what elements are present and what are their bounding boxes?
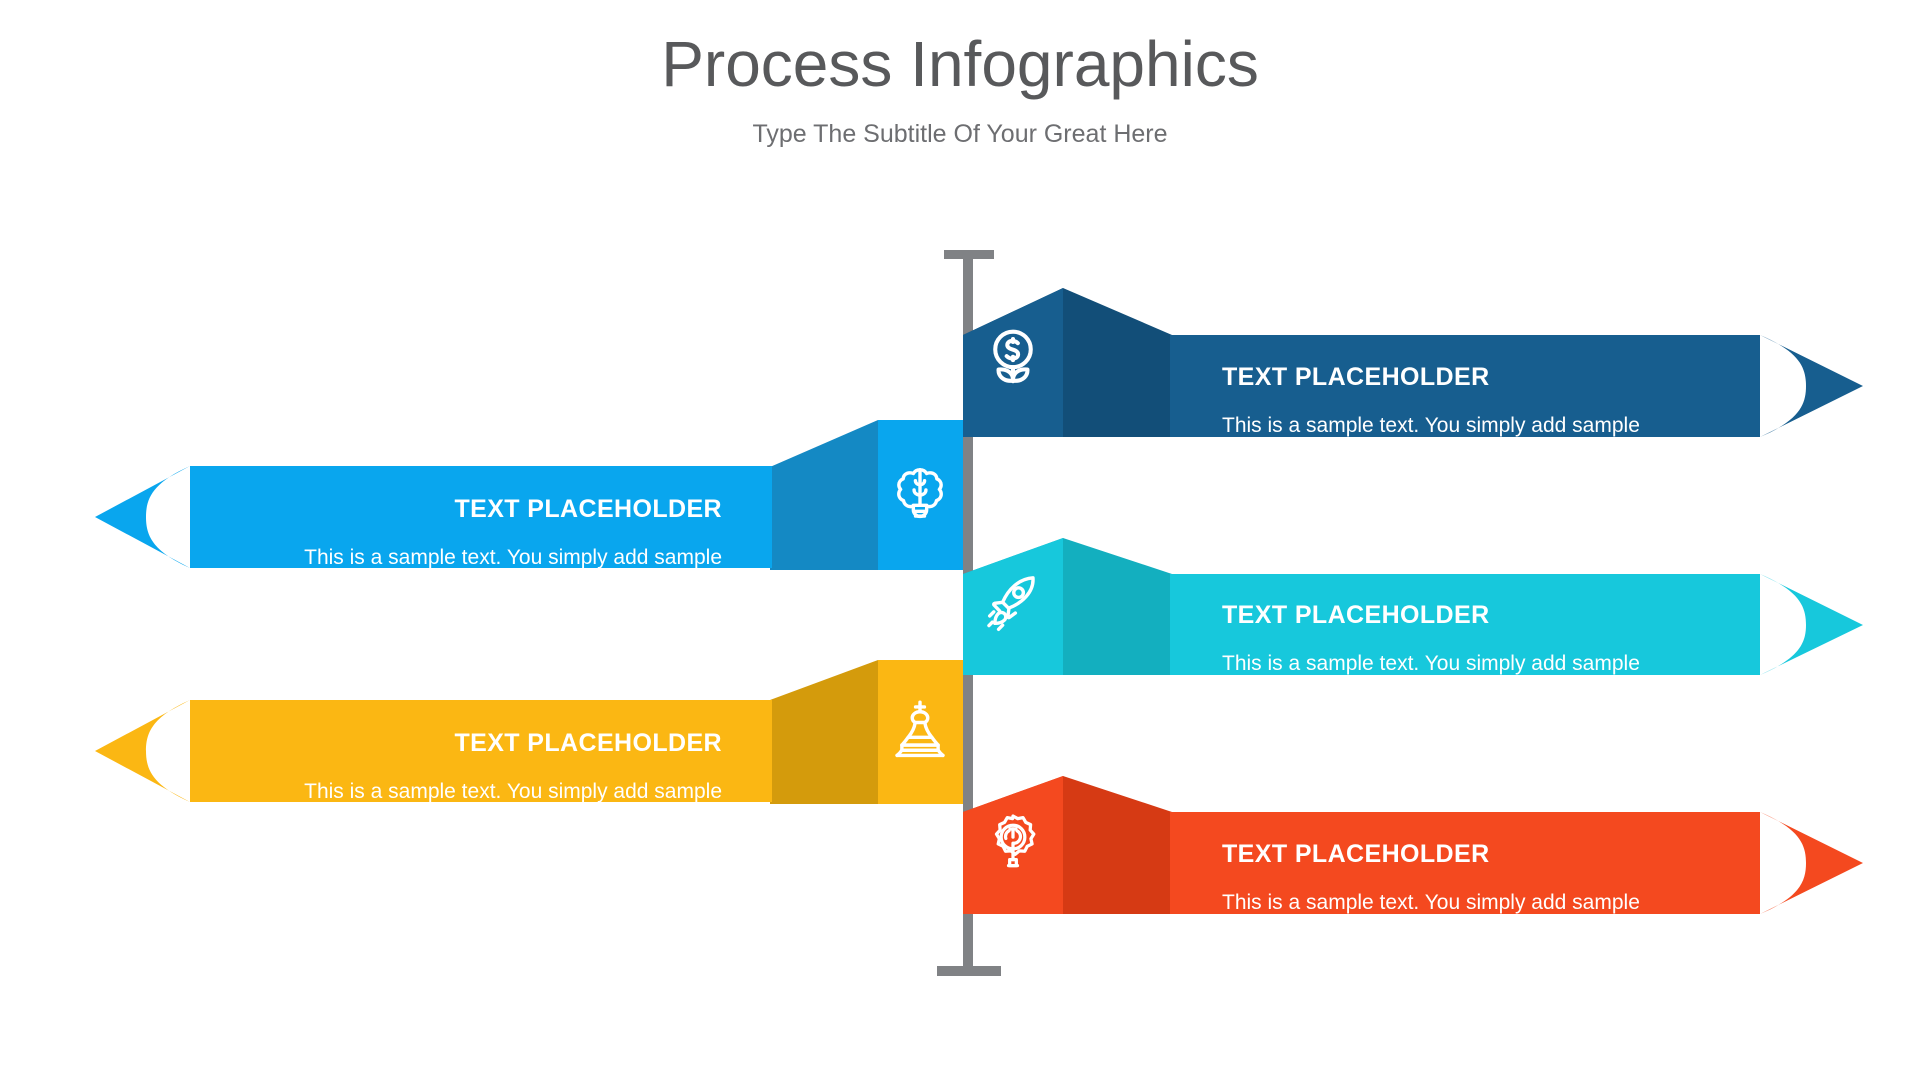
step-3-ribbon-tail [1760, 574, 1863, 675]
process-step-1[interactable]: TEXT PLACEHOLDER This is a sample text. … [963, 288, 1863, 437]
process-step-5[interactable]: TEXT PLACEHOLDER This is a sample text. … [963, 776, 1863, 914]
step-2-ribbon-tail [95, 466, 190, 568]
step-5-description: This is a sample text. You simply add sa… [1222, 891, 1640, 914]
step-3-title: TEXT PLACEHOLDER [1222, 601, 1490, 629]
step-5-bar [1170, 812, 1760, 914]
step-1-title: TEXT PLACEHOLDER [1222, 363, 1490, 391]
step-4-icon-panel [878, 660, 963, 804]
process-step-2[interactable]: TEXT PLACEHOLDER This is a sample text. … [95, 420, 963, 570]
step-1-icon-panel [963, 288, 1063, 437]
step-4-bar [190, 700, 772, 802]
step-1-description: This is a sample text. You simply add sa… [1222, 414, 1640, 437]
step-2-title: TEXT PLACEHOLDER [454, 495, 722, 523]
step-1-bar [1170, 335, 1760, 437]
page-subtitle: Type The Subtitle Of Your Great Here [752, 119, 1168, 148]
process-step-3[interactable]: TEXT PLACEHOLDER This is a sample text. … [963, 538, 1863, 675]
step-4-description: This is a sample text. You simply add sa… [304, 780, 722, 803]
step-5-title: TEXT PLACEHOLDER [1222, 840, 1490, 868]
step-4-ribbon-tail [95, 700, 190, 802]
page-title: Process Infographics [661, 28, 1259, 100]
step-2-description: This is a sample text. You simply add sa… [304, 546, 722, 569]
slide-header: Process Infographics Type The Subtitle O… [0, 28, 1920, 149]
step-3-description: This is a sample text. You simply add sa… [1222, 652, 1640, 675]
timeline-bottom-cap [937, 966, 1001, 976]
step-5-ribbon-tail [1760, 812, 1863, 914]
step-4-title: TEXT PLACEHOLDER [454, 729, 722, 757]
step-3-bar [1170, 574, 1760, 675]
step-2-bar [190, 466, 772, 568]
step-1-ribbon-tail [1760, 335, 1863, 437]
process-step-4[interactable]: TEXT PLACEHOLDER This is a sample text. … [95, 660, 963, 804]
